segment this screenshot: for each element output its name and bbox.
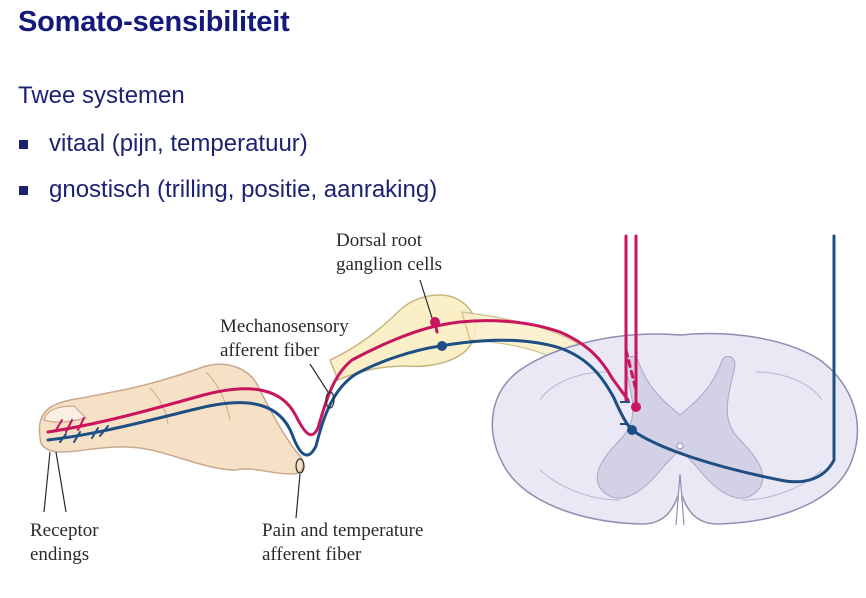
bullet-item: vitaal (pijn, temperatuur)	[18, 121, 437, 167]
mechano-synapse-terminal	[627, 425, 637, 435]
bullet-text: gnostisch (trilling, positie, aanraking)	[49, 176, 437, 204]
pain-cell-body	[430, 317, 440, 327]
label-dorsal-root-line2: ganglion cells	[336, 254, 442, 275]
finger-illustration	[39, 364, 303, 474]
bullet-text: vitaal (pijn, temperatuur)	[49, 130, 308, 158]
label-dorsal-root-line1: Dorsal root	[336, 230, 423, 251]
label-mechanosensory-line2: afferent fiber	[220, 340, 320, 361]
spinal-cord-section	[492, 334, 857, 525]
slide-title: Somato-sensibiliteit	[18, 6, 290, 39]
label-receptor-line2: endings	[30, 544, 89, 565]
leader-line-mechano	[310, 364, 328, 392]
bullet-marker	[19, 140, 28, 149]
leader-line-pain	[296, 474, 300, 518]
leader-line-receptor	[44, 452, 66, 512]
bullet-item: gnostisch (trilling, positie, aanraking)	[18, 167, 437, 213]
somatosensory-diagram: Dorsal root ganglion cells Mechanosensor…	[0, 212, 866, 598]
label-pain-temperature-line1: Pain and temperature	[262, 520, 423, 541]
label-pain-temperature-line2: afferent fiber	[262, 544, 362, 565]
bullet-list: vitaal (pijn, temperatuur) gnostisch (tr…	[18, 121, 437, 213]
bullet-marker	[19, 186, 28, 195]
label-mechanosensory-line1: Mechanosensory	[220, 316, 349, 337]
intro-text: Twee systemen	[18, 82, 185, 110]
pain-synapse-terminal	[631, 402, 641, 412]
central-canal	[677, 443, 683, 449]
mechano-cell-body	[437, 341, 447, 351]
label-receptor-line1: Receptor	[30, 520, 99, 541]
